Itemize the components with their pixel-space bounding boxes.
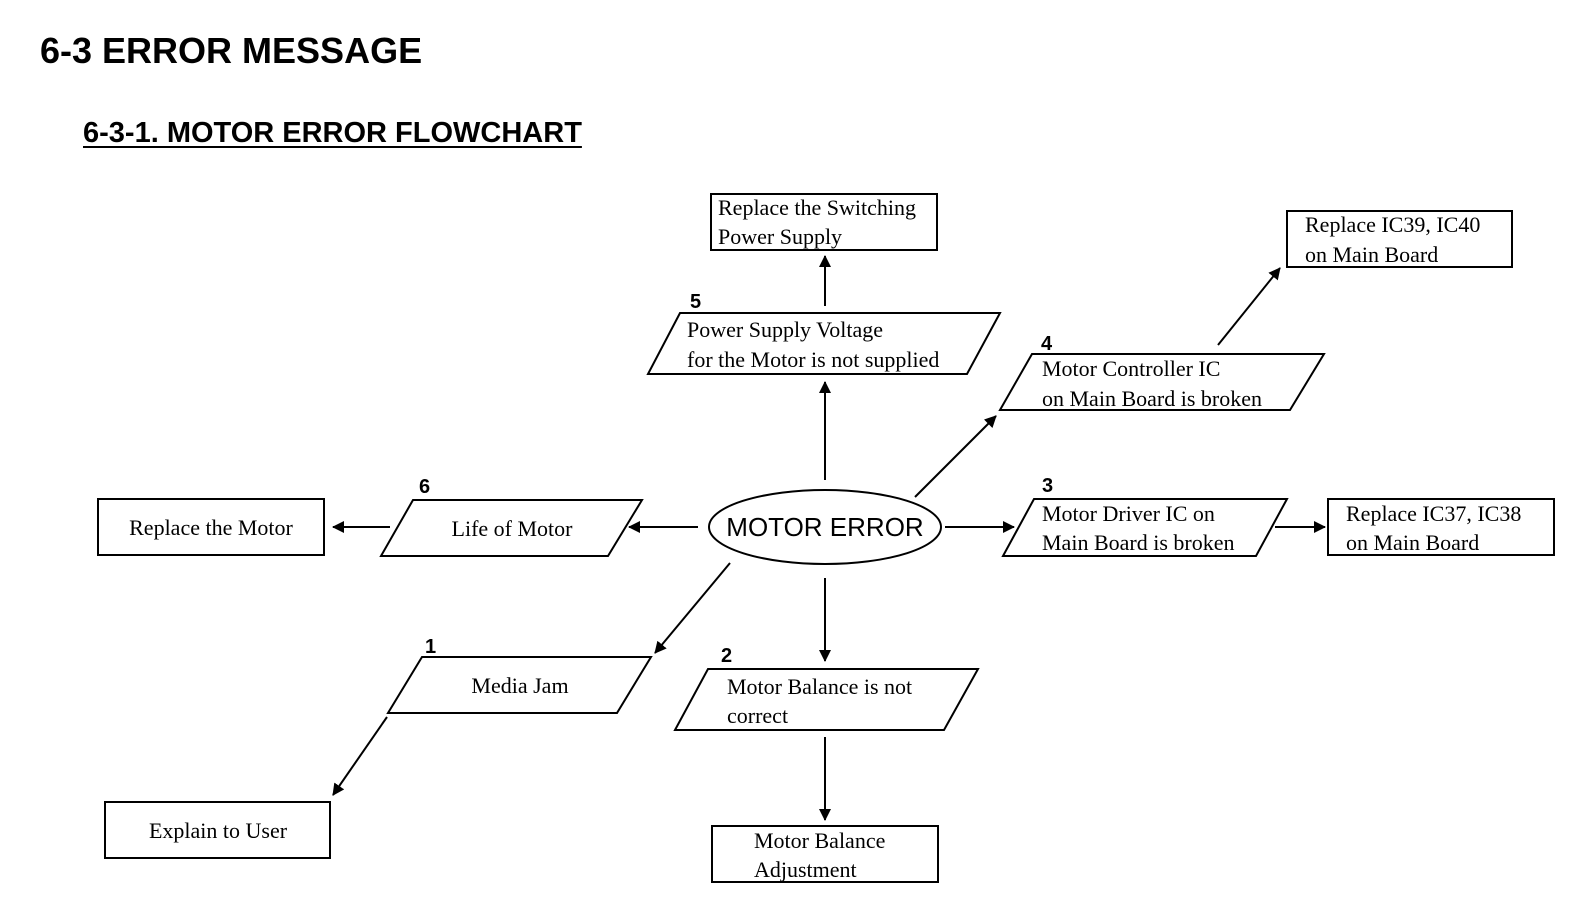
action-label: Replace IC37, IC38 on Main Board [1346, 501, 1527, 555]
action-label-line: Adjustment [754, 857, 857, 882]
cause-label-line: Motor Balance is not [727, 674, 912, 699]
connectors [332, 255, 1326, 821]
cause-number: 4 [1041, 333, 1053, 355]
action-node-3: Replace IC37, IC38 on Main Board [1327, 498, 1555, 556]
cause-label-line: for the Motor is not supplied [687, 347, 939, 372]
connector-motor-controller-ic-to-replace-ic39-ic40 [1217, 267, 1281, 346]
action-label-line: on Main Board [1305, 242, 1438, 267]
section-heading: 6-3-1. MOTOR ERROR FLOWCHART [83, 117, 582, 149]
cause-node-2: 2 Motor Balance is not correct [673, 645, 980, 731]
cause-node-4: 4 Motor Controller IC on Main Board is b… [998, 333, 1326, 411]
cause-label: Power Supply Voltage for the Motor is no… [687, 317, 939, 372]
cause-label-line: correct [727, 703, 788, 728]
connector-center-to-media-jam [654, 562, 731, 654]
cause-label-line: Motor Driver IC on [1042, 501, 1215, 526]
cause-label-line: Motor Controller IC [1042, 356, 1220, 381]
action-node-5: Replace the Switching Power Supply [710, 193, 938, 251]
cause-node-3: 3 Motor Driver IC on Main Board is broke… [1001, 475, 1289, 557]
action-label: Motor Balance Adjustment [754, 828, 891, 882]
action-node-1: Explain to User [104, 801, 331, 859]
cause-label: Media Jam [471, 673, 568, 698]
action-node-4: Replace IC39, IC40 on Main Board [1286, 210, 1513, 268]
cause-number: 3 [1042, 475, 1053, 497]
action-label-line: on Main Board [1346, 530, 1479, 555]
cause-label-line: on Main Board is broken [1042, 386, 1262, 411]
motor-error-label: MOTOR ERROR [726, 512, 923, 542]
cause-label: Motor Controller IC on Main Board is bro… [1042, 356, 1262, 411]
cause-label-line: Main Board is broken [1042, 530, 1234, 555]
action-label-line: Replace IC39, IC40 [1305, 212, 1480, 237]
cause-label: Motor Balance is not correct [727, 674, 918, 728]
cause-label-line: Power Supply Voltage [687, 317, 883, 342]
cause-label: Motor Driver IC on Main Board is broken [1042, 501, 1234, 555]
action-node-2: Motor Balance Adjustment [711, 825, 939, 883]
cause-number: 1 [425, 636, 436, 658]
action-label-line: Replace the Switching [718, 195, 916, 220]
action-label-line: Power Supply [718, 224, 842, 249]
cause-node-6: 6 Life of Motor [379, 476, 644, 557]
connector-media-jam-to-explain-to-user [332, 716, 388, 796]
action-label: Replace the Motor [129, 515, 293, 540]
connector-center-to-motor-controller-ic [914, 415, 997, 498]
action-node-6: Replace the Motor [97, 498, 325, 556]
cause-node-1: 1 Media Jam [386, 636, 653, 714]
action-label: Replace the Switching Power Supply [718, 195, 921, 249]
cause-node-5: 5 Power Supply Voltage for the Motor is … [646, 291, 1002, 375]
motor-error-node: MOTOR ERROR [708, 489, 942, 565]
cause-number: 2 [721, 645, 732, 667]
cause-number: 5 [690, 291, 701, 313]
cause-label: Life of Motor [452, 516, 574, 541]
cause-number: 6 [419, 476, 430, 498]
action-label-line: Motor Balance [754, 828, 885, 853]
action-label-line: Replace IC37, IC38 [1346, 501, 1521, 526]
action-label: Explain to User [149, 818, 288, 843]
page-heading: 6-3 ERROR MESSAGE [40, 30, 423, 71]
action-label: Replace IC39, IC40 on Main Board [1305, 212, 1486, 267]
